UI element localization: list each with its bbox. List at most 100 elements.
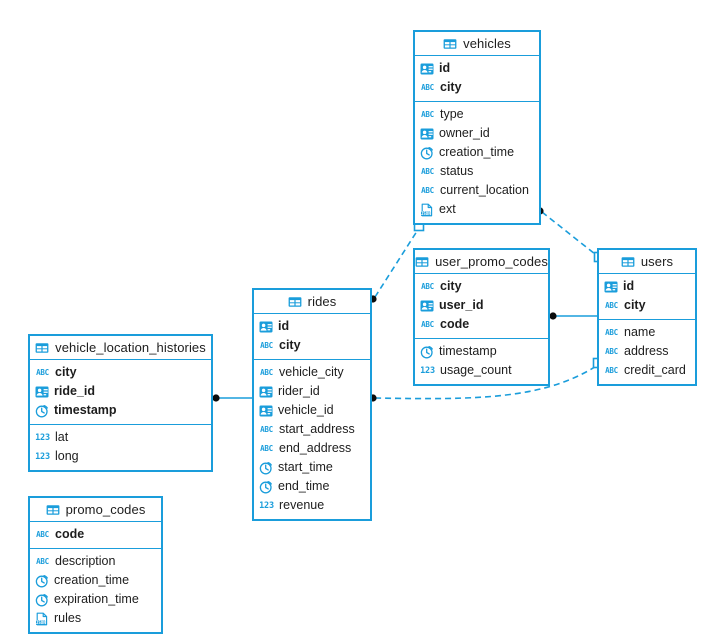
clock-icon xyxy=(35,404,49,418)
uuid-icon xyxy=(35,385,49,399)
svg-text:JSON: JSON xyxy=(36,620,46,625)
table-column[interactable]: 123 lat xyxy=(30,428,211,447)
table-column[interactable]: expiration_time xyxy=(30,590,161,609)
abc-icon: ABC xyxy=(605,301,618,310)
primary-key-column[interactable]: user_id xyxy=(415,296,548,315)
primary-key-column[interactable]: id xyxy=(254,317,370,336)
table-column[interactable]: ABC current_location xyxy=(415,181,539,200)
column-name: creation_time xyxy=(54,573,130,588)
column-name: name xyxy=(624,325,656,340)
table-icon xyxy=(621,255,635,269)
table-header[interactable]: users xyxy=(599,250,695,274)
table-header[interactable]: rides xyxy=(254,290,370,314)
table-name: promo_codes xyxy=(65,502,146,517)
abc-icon: ABC xyxy=(605,347,618,356)
column-name: user_id xyxy=(439,298,484,313)
primary-key-column[interactable]: ride_id xyxy=(30,382,211,401)
table-column[interactable]: creation_time xyxy=(415,143,539,162)
primary-key-column[interactable]: id xyxy=(415,59,539,78)
table-column[interactable]: timestamp xyxy=(415,342,548,361)
abc-icon: ABC xyxy=(421,282,434,291)
primary-key-column[interactable]: timestamp xyxy=(30,401,211,420)
column-name: current_location xyxy=(440,183,529,198)
relationship-source-dot xyxy=(212,394,220,402)
abc-icon: ABC xyxy=(260,368,273,377)
table-header[interactable]: vehicles xyxy=(415,32,539,56)
uuid-icon xyxy=(259,320,273,334)
column-name: city xyxy=(55,365,77,380)
abc-icon: ABC xyxy=(421,83,434,92)
column-name: timestamp xyxy=(54,403,117,418)
abc-icon: ABC xyxy=(421,320,434,329)
column-name: id xyxy=(439,61,451,76)
column-name: description xyxy=(55,554,116,569)
table-header[interactable]: user_promo_codes xyxy=(415,250,548,274)
primary-key-column[interactable]: ABC city xyxy=(30,363,211,382)
column-name: vehicle_id xyxy=(278,403,334,418)
primary-key-section: ABC city ride_id timestamp xyxy=(30,360,211,424)
table-header[interactable]: promo_codes xyxy=(30,498,161,522)
column-name: lat xyxy=(55,430,69,445)
table-header[interactable]: vehicle_location_histories xyxy=(30,336,211,360)
column-name: creation_time xyxy=(439,145,515,160)
table-column[interactable]: owner_id xyxy=(415,124,539,143)
uuid-icon xyxy=(420,127,434,141)
primary-key-column[interactable]: id xyxy=(599,277,695,296)
column-name: type xyxy=(440,107,464,122)
column-name: owner_id xyxy=(439,126,490,141)
clock-icon xyxy=(259,480,273,494)
table-column[interactable]: creation_time xyxy=(30,571,161,590)
number-icon: 123 xyxy=(420,365,435,376)
table-column[interactable]: end_time xyxy=(254,477,370,496)
column-name: rider_id xyxy=(278,384,320,399)
abc-icon: ABC xyxy=(36,368,49,377)
relationship-source-dot xyxy=(549,312,557,320)
table-column[interactable]: rider_id xyxy=(254,382,370,401)
uuid-icon xyxy=(420,299,434,313)
json-icon: JSON xyxy=(420,203,434,217)
abc-icon: ABC xyxy=(421,186,434,195)
column-name: end_address xyxy=(279,441,352,456)
column-name: status xyxy=(440,164,474,179)
clock-icon xyxy=(35,593,49,607)
uuid-icon xyxy=(259,404,273,418)
number-icon: 123 xyxy=(35,432,50,443)
table-column[interactable]: vehicle_id xyxy=(254,401,370,420)
table-column[interactable]: start_time xyxy=(254,458,370,477)
